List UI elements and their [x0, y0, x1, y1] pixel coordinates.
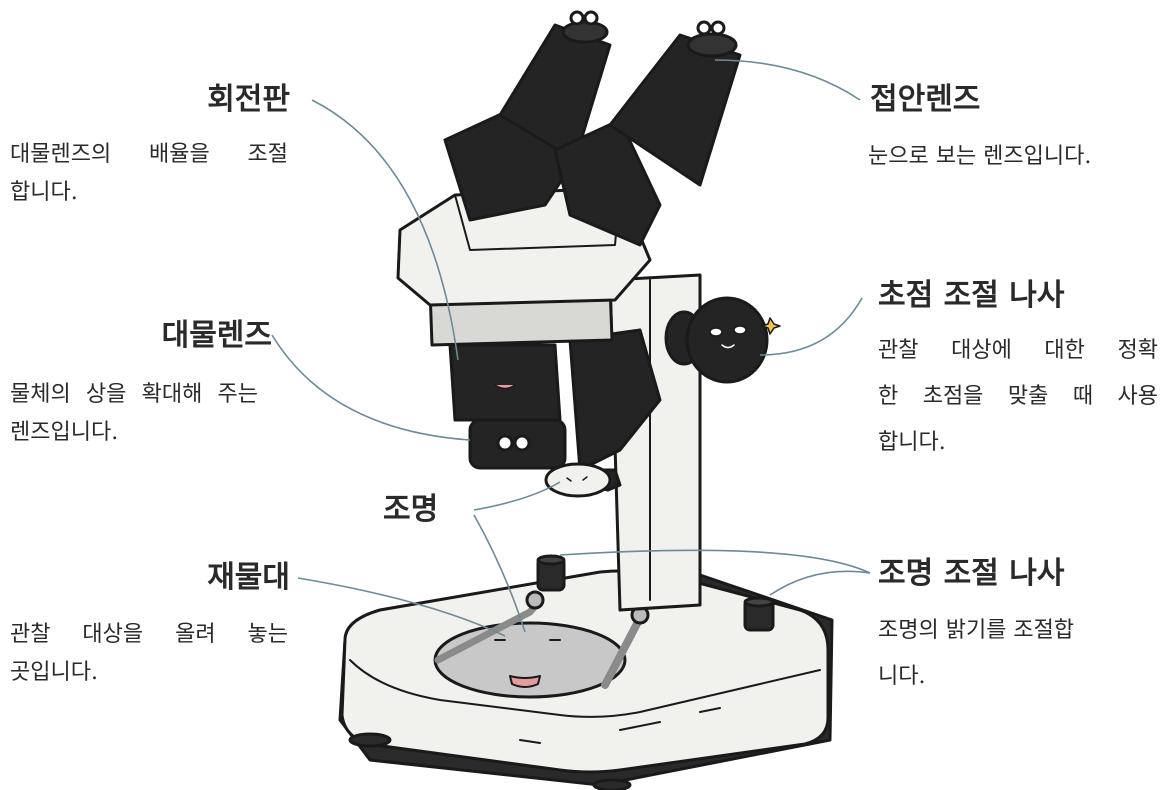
label-light-knob: 조명 조절 나사	[878, 556, 1065, 592]
desc-line: 합니다.	[10, 174, 288, 212]
label-stage-desc: 관찰 대상을 올려 놓는	[10, 616, 288, 654]
desc-line: 관찰 대상을 올려 놓는	[10, 616, 288, 654]
label-eyepiece: 접안렌즈	[870, 82, 980, 118]
desc-line: 물체의 상을 확대해 주는	[10, 376, 258, 414]
label-focus-knob-title: 초점 조절 나사	[878, 278, 1065, 314]
leader-line-objective-lens	[272, 335, 470, 440]
desc-line: 관찰 대상에 대한 정확	[878, 332, 1158, 370]
desc-line: 조명의 밝기를 조절합	[878, 612, 1158, 650]
desc-line: 렌즈입니다.	[10, 414, 258, 452]
label-stage-title: 재물대	[10, 560, 290, 596]
desc-line: 니다.	[878, 658, 1158, 696]
label-rotating-plate: 회전판	[10, 82, 290, 118]
label-eyepiece-title: 접안렌즈	[870, 82, 980, 118]
light-knob-left	[538, 556, 564, 590]
label-light-knob-desc: 조명의 밝기를 조절합	[878, 612, 1158, 650]
label-objective-lens-desc-2: 렌즈입니다.	[10, 414, 258, 452]
label-focus-knob-desc-3: 합니다.	[878, 424, 1158, 462]
desc-line: 곳입니다.	[10, 654, 288, 692]
label-objective-lens: 대물렌즈	[10, 318, 272, 354]
label-rotating-plate-title: 회전판	[10, 82, 290, 118]
label-rotating-plate-desc-2: 합니다.	[10, 174, 288, 212]
label-focus-knob-desc: 관찰 대상에 대한 정확	[878, 332, 1158, 370]
label-light-knob-desc-2: 니다.	[878, 658, 1158, 696]
desc-line: 한 초점을 맞출 때 사용	[878, 378, 1158, 416]
label-stage: 재물대	[10, 560, 290, 596]
label-rotating-plate-desc: 대물렌즈의 배율을 조절	[10, 136, 288, 174]
desc-line: 눈으로 보는 렌즈입니다.	[868, 138, 1168, 176]
label-objective-lens-title: 대물렌즈	[10, 318, 272, 354]
label-focus-knob-desc-2: 한 초점을 맞출 때 사용	[878, 378, 1158, 416]
label-lighting: 조명	[383, 492, 438, 528]
desc-line: 대물렌즈의 배율을 조절	[10, 136, 288, 174]
label-objective-lens-desc: 물체의 상을 확대해 주는	[10, 376, 258, 414]
label-focus-knob: 초점 조절 나사	[878, 278, 1065, 314]
desc-line: 합니다.	[878, 424, 1158, 462]
label-eyepiece-desc: 눈으로 보는 렌즈입니다.	[868, 138, 1168, 176]
light-knob-right	[745, 598, 773, 630]
leader-line-light-knob-a	[560, 550, 870, 573]
label-lighting-title: 조명	[383, 492, 438, 528]
label-light-knob-title: 조명 조절 나사	[878, 556, 1065, 592]
leader-line-light-knob-b	[770, 571, 870, 595]
label-stage-desc-2: 곳입니다.	[10, 654, 288, 692]
